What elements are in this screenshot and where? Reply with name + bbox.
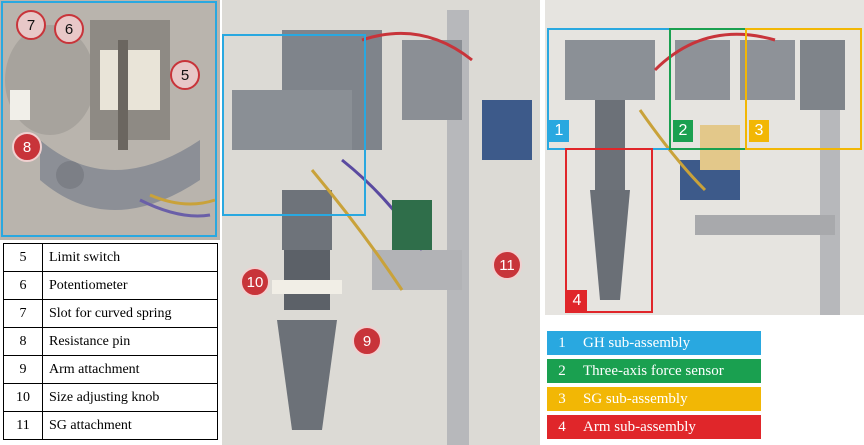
key-label: SG sub-assembly xyxy=(583,390,688,407)
key-num: 1 xyxy=(558,334,566,351)
key-num: 4 xyxy=(558,418,566,435)
marker-8: 8 xyxy=(12,132,42,162)
legend-num: 5 xyxy=(3,243,43,272)
key-sg-subassembly: 3 SG sub-assembly xyxy=(547,387,761,411)
legend-num: 7 xyxy=(3,299,43,328)
subassembly-illustration xyxy=(545,0,864,315)
key-arm-subassembly: 4 Arm sub-assembly xyxy=(547,415,761,439)
marker-9: 9 xyxy=(352,326,382,356)
legend-num: 9 xyxy=(3,355,43,384)
marker-6: 6 xyxy=(54,14,84,44)
legend-label: Limit switch xyxy=(42,243,218,272)
legend-num: 8 xyxy=(3,327,43,356)
key-force-sensor: 2 Three-axis force sensor xyxy=(547,359,761,383)
marker-7: 7 xyxy=(16,10,46,40)
arm-subassembly-box xyxy=(565,148,653,313)
sg-subassembly-box xyxy=(745,28,862,150)
key-num: 3 xyxy=(558,390,566,407)
subassembly-photo: 1 2 3 4 xyxy=(545,0,864,315)
inset-photo: 7 6 5 8 xyxy=(0,0,220,240)
legend-label: SG attachment xyxy=(42,411,218,440)
sg-subassembly-tag: 3 xyxy=(749,120,769,142)
arm-subassembly-tag: 4 xyxy=(567,290,587,312)
force-sensor-tag: 2 xyxy=(673,120,693,142)
legend-label: Resistance pin xyxy=(42,327,218,356)
legend-label: Size adjusting knob xyxy=(42,383,218,412)
legend-num: 11 xyxy=(3,411,43,440)
key-label: GH sub-assembly xyxy=(583,334,691,351)
inset-frame xyxy=(1,1,217,237)
main-device-photo: 10 9 11 xyxy=(222,0,540,445)
inset-device-illustration xyxy=(0,0,220,240)
marker-10: 10 xyxy=(240,267,270,297)
gh-zoom-frame xyxy=(222,34,366,216)
key-gh-subassembly: 1 GH sub-assembly xyxy=(547,331,761,355)
key-num: 2 xyxy=(558,362,566,379)
legend-label: Potentiometer xyxy=(42,271,218,300)
legend-label: Slot for curved spring xyxy=(42,299,218,328)
marker-5: 5 xyxy=(170,60,200,90)
marker-11: 11 xyxy=(492,250,522,280)
legend-num: 6 xyxy=(3,271,43,300)
legend-label: Arm attachment xyxy=(42,355,218,384)
key-label: Three-axis force sensor xyxy=(583,362,724,379)
key-label: Arm sub-assembly xyxy=(583,418,696,435)
legend-num: 10 xyxy=(3,383,43,412)
gh-subassembly-tag: 1 xyxy=(549,120,569,142)
